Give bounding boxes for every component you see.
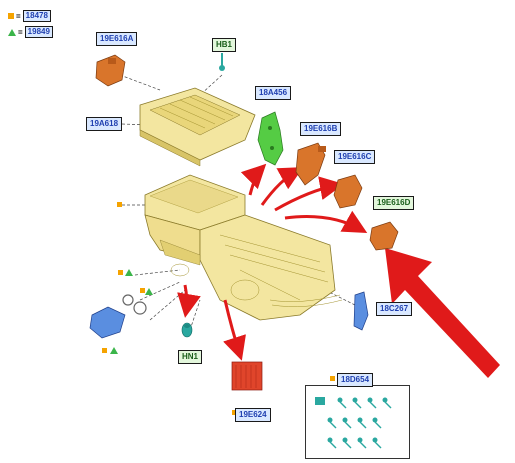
legend-square-icon [8, 13, 14, 19]
callout-18C267: 18C267 [376, 302, 413, 316]
callout-18A456: 18A456 [255, 86, 292, 100]
callout-HB1: HB1 [212, 38, 237, 52]
legend-row-square: = 18478 [8, 10, 51, 22]
actuator-19E616D [369, 221, 399, 251]
marker-triangles [110, 269, 153, 354]
pointer-arrows [177, 163, 368, 361]
legend-row-triangle: = 19849 [8, 26, 53, 38]
resistor-19E624 [231, 361, 263, 391]
callout-18D654: 18D654 [337, 373, 374, 387]
actuator-19E616C [333, 174, 363, 209]
callout-19E616B: 19E616B [300, 122, 342, 136]
fastener-kit-box [305, 385, 410, 459]
sensor-HN1 [181, 322, 193, 338]
large-red-arrow [385, 248, 500, 378]
legend-separator: = [18, 27, 23, 37]
hvac-main-housing [144, 174, 343, 321]
callout-HN1: HN1 [178, 350, 203, 364]
legend-separator: = [16, 11, 21, 21]
bracket-18A456 [257, 111, 284, 166]
blower-module [89, 294, 147, 339]
legend-value: 18478 [22, 10, 51, 22]
callout-19E616C: 19E616C [334, 150, 376, 164]
callout-19E616D: 19E616D [373, 196, 415, 210]
connector-HB1 [219, 53, 225, 71]
callout-19E624: 19E624 [235, 408, 271, 422]
legend-value: 19849 [24, 26, 53, 38]
callout-19E616A: 19E616A [96, 32, 138, 46]
actuator-19E616A [95, 54, 126, 87]
filter-housing-19A618 [139, 87, 256, 167]
part-18C267 [353, 291, 369, 331]
fastener-kit-parts [315, 397, 392, 449]
legend-triangle-icon [8, 28, 16, 36]
actuator-19E616B [295, 142, 326, 186]
callout-19A618: 19A618 [86, 117, 123, 131]
